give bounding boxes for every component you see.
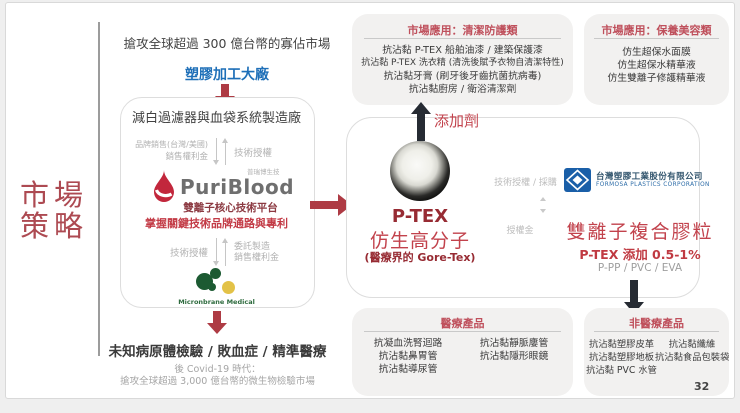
beauty-apps-box <box>584 14 729 105</box>
arrow-down-red-icon <box>221 84 229 96</box>
arrow-down-red2-icon <box>213 311 221 323</box>
arrow-up-black-icon <box>417 114 425 141</box>
flow-arrow-down2-icon <box>213 261 219 266</box>
page-number: 32 <box>694 380 710 393</box>
headline: 搶攻全球超過 300 億台幣的寡佔市場 <box>123 36 331 51</box>
non-medical-item: 抗沾黏塑膠皮革 <box>588 339 655 350</box>
medical-item: 抗沾黏鼻胃管 <box>378 351 438 362</box>
flow-line-up2-icon <box>225 243 226 266</box>
puriblood-drop-icon <box>154 170 174 202</box>
outcome-label: 未知病原體檢驗 / 敗血症 / 精準醫療 <box>108 344 327 360</box>
cleaning-item: 抗沾黏牙膏 (刷牙後牙齒抗菌抗病毒) <box>383 71 542 82</box>
non-medical-item: 抗沾黏 PVC 水管 <box>586 365 657 376</box>
additive-label: 添加劑 <box>434 112 480 130</box>
rail-title-line1: 市場 <box>20 178 89 212</box>
license-label: 技術授權 / 採購 <box>494 178 557 188</box>
formosa-name-zh: 台灣塑膠工業股份有限公司 <box>596 172 703 182</box>
compound-name: 雙離子複合膠粒 <box>566 221 714 243</box>
ptex-powder-photo <box>390 141 450 201</box>
arrow-right-red-icon <box>310 201 338 209</box>
beauty-apps-title: 市場應用：保養美容類 <box>601 24 712 37</box>
rail-title-line2: 策略 <box>20 209 89 243</box>
beauty-item: 仿生超保水面膜 <box>622 47 691 58</box>
arrow-down-red2-head <box>207 323 227 334</box>
royalty-label: 授權金 <box>506 226 534 236</box>
ptex-note: (醫療界的 Gore-Tex) <box>364 251 476 264</box>
puriblood-wordmark: PuriBlood <box>180 175 295 199</box>
medical-item: 抗沾黏靜脈廔管 <box>479 338 549 349</box>
medical-products-box <box>352 308 573 396</box>
ptex-center-box <box>346 117 700 298</box>
beauty-item: 仿生超保水精華液 <box>617 60 696 71</box>
formosa-plastics-logo-icon <box>564 168 591 192</box>
medical-item: 抗沾黏導尿管 <box>378 364 438 375</box>
non-medical-item: 抗沾黏塑膠地板 <box>588 352 655 363</box>
covid-note-1: 後 Covid-19 時代： <box>174 364 261 375</box>
non-medical-products-underline <box>594 331 719 332</box>
factory-highlight: 掌握關鍵技術品牌通路與專利 <box>145 217 288 230</box>
puriblood-company-label: 普瑞博生技 <box>247 168 280 176</box>
beauty-item: 仿生雙離子修護精華液 <box>607 73 706 84</box>
brand-sales-label-1: 品牌銷售(台灣/美國) <box>135 140 208 149</box>
flow-line-down2-icon <box>216 238 217 261</box>
tiny-arrow-up-icon <box>540 197 546 201</box>
cleaning-item: 抗沾黏 P-TEX 船舶油漆 / 建築保護漆 <box>382 45 543 56</box>
non-medical-products-title: 非醫療產品 <box>629 317 684 330</box>
micronbrane-logo-icon-2 <box>210 268 221 279</box>
medical-products-underline <box>364 331 561 332</box>
non-medical-item: 抗沾黏纖維 <box>668 339 716 350</box>
arrow-up-black-head <box>411 102 431 114</box>
covid-note-2: 搶攻全球超過 3,000 億台幣的微生物檢驗市場 <box>120 376 315 387</box>
cleaning-item: 抗沾黏廚房 / 衛浴清潔劑 <box>408 84 517 95</box>
cleaning-apps-box <box>352 14 573 105</box>
formosa-name-en: FORMOSA PLASTICS CORPORATION <box>596 182 710 188</box>
non-medical-products-box <box>584 308 729 396</box>
compound-dosage: P-TEX 添加 0.5-1% <box>579 247 701 262</box>
non-medical-item: 抗沾黏食品包裝袋 <box>655 352 730 363</box>
partner-label: 塑膠加工大廠 <box>185 67 269 83</box>
cleaning-item: 抗沾黏 P-TEX 洗衣精 (清洗後賦予衣物自清潔特性) <box>361 58 564 68</box>
flow-line-up-icon <box>225 143 226 165</box>
ptex-name: P-TEX <box>391 206 449 227</box>
tech-license-bottom-label: 技術授權 <box>169 248 208 259</box>
flow-line-down-icon <box>216 138 217 160</box>
vertical-divider <box>98 22 100 356</box>
flow-arrow-down-icon <box>213 160 219 165</box>
arrow-down-black-icon <box>630 280 638 302</box>
micronbrane-label: Micronbrane Medical <box>178 298 255 306</box>
micronbrane-logo-icon-3 <box>208 283 216 291</box>
medical-item: 抗凝血洗腎迴路 <box>373 338 443 349</box>
flow-arrow-up-icon <box>222 138 228 143</box>
medical-products-title: 醫療產品 <box>440 317 485 330</box>
compound-materials: P-PP / PVC / EVA <box>597 262 683 274</box>
beauty-apps-underline <box>594 38 719 39</box>
micronbrane-logo-icon-4 <box>222 281 235 294</box>
oem-label-1: 委託製造 <box>234 242 271 252</box>
cleaning-apps-underline <box>364 38 561 39</box>
tech-license-top-label: 技術授權 <box>234 148 273 159</box>
cleaning-apps-title: 市場應用：清潔防護類 <box>407 24 518 37</box>
ptex-type: 仿生高分子 <box>369 230 470 252</box>
flow-arrow-up2-icon <box>222 238 228 243</box>
tiny-arrow-down-icon <box>540 209 546 213</box>
puriblood-tagline: 雙離子核心技術平台 <box>183 202 278 214</box>
oem-label-2: 銷售權利金 <box>234 253 280 263</box>
medical-item: 抗沾黏隱形眼鏡 <box>479 351 549 362</box>
brand-sales-label-2: 銷售權利金 <box>165 152 208 162</box>
factory-title: 減白過濾器與血袋系統製造廠 <box>131 111 301 126</box>
